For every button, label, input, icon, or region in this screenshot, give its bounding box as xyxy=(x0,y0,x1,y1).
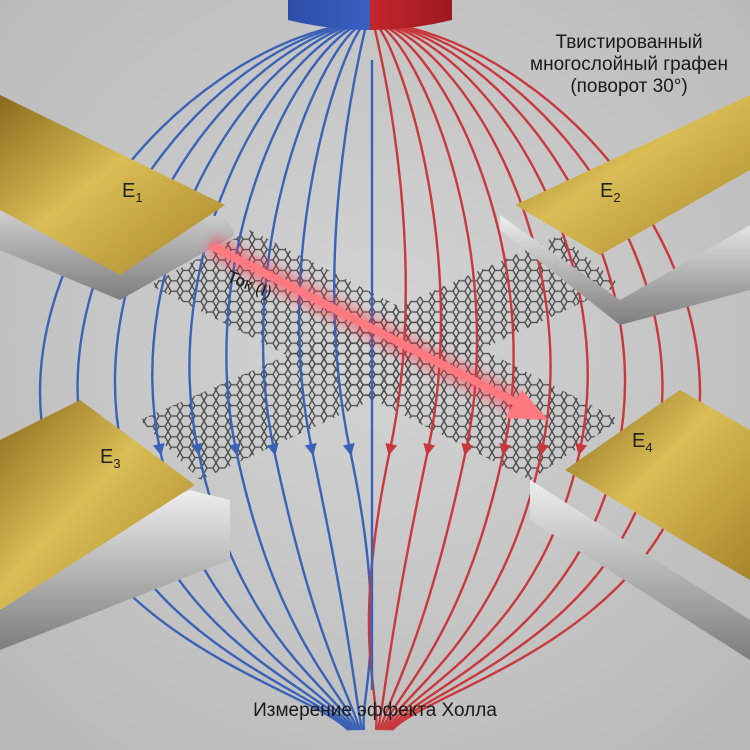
electrode-e3 xyxy=(0,400,230,650)
current-arrow xyxy=(204,235,548,420)
field-line xyxy=(297,24,364,731)
electrode-letter: E xyxy=(122,180,136,202)
field-line xyxy=(376,24,443,731)
material-label-line1: Твистированный xyxy=(555,32,703,53)
field-line xyxy=(261,24,362,731)
electrode-letter: E xyxy=(600,180,614,202)
electrode-letter: E xyxy=(100,446,114,468)
electrode-index: 4 xyxy=(645,440,653,455)
electrode-label-e3: E3 xyxy=(100,446,121,471)
electrode-e2 xyxy=(500,95,750,325)
electrode-index: 1 xyxy=(135,190,143,205)
electrode-label-e4: E4 xyxy=(632,430,653,455)
graphene-layer-2 xyxy=(140,235,620,480)
material-label: Твистированный многослойный графен (пово… xyxy=(530,32,728,98)
electrode-index: 2 xyxy=(613,190,621,205)
field-line xyxy=(188,23,358,731)
electrode-label-e1: E1 xyxy=(122,180,143,205)
caption: Измерение эффекта Холла xyxy=(253,700,497,721)
field-line xyxy=(378,24,479,731)
magnet xyxy=(288,0,452,30)
field-line xyxy=(384,23,589,731)
electrode-index: 3 xyxy=(113,456,121,471)
field-line xyxy=(382,23,552,731)
electrode-letter: E xyxy=(632,430,646,452)
electrode-e4 xyxy=(530,390,750,660)
field-line xyxy=(333,24,373,731)
twisted-graphene xyxy=(140,230,620,480)
electrode-label-e2: E2 xyxy=(600,180,621,205)
electrode-e1 xyxy=(0,95,235,300)
field-line xyxy=(225,23,360,731)
field-line xyxy=(151,23,356,731)
material-label-line2: многослойный графен xyxy=(530,54,728,75)
material-label-line3: (поворот 30°) xyxy=(570,76,688,97)
